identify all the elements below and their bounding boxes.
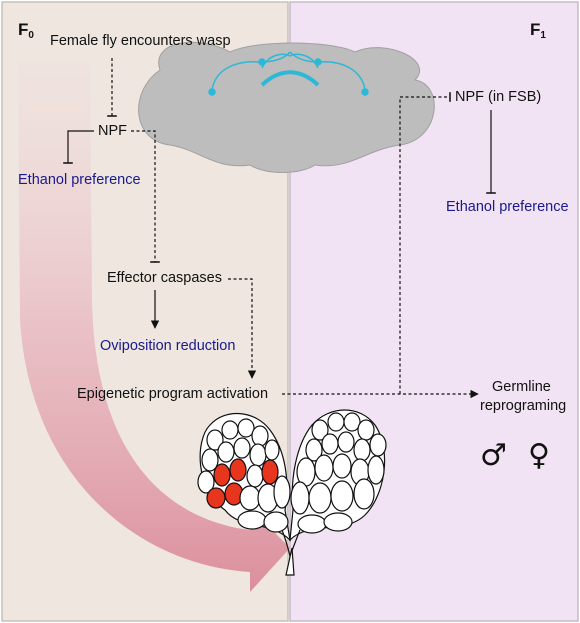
f0-label: F0 bbox=[18, 20, 34, 41]
epigenetic-activation-label: Epigenetic program activation bbox=[77, 386, 269, 402]
npf-to-effector bbox=[131, 130, 160, 263]
effector-caspases-label: Effector caspases bbox=[107, 270, 222, 286]
left-egg-chambers bbox=[197, 418, 291, 533]
ethanol-preference-f1-label: Ethanol preference bbox=[446, 199, 569, 215]
right-egg-chambers bbox=[290, 412, 387, 534]
ovaries-illustration bbox=[197, 409, 387, 576]
epigenetic-to-npf-fsb bbox=[399, 92, 451, 394]
female-symbol-icon: ♀ bbox=[528, 438, 550, 473]
f1-label: F1 bbox=[530, 20, 546, 41]
oviposition-reduction-label: Oviposition reduction bbox=[100, 338, 236, 354]
npf-label: NPF bbox=[98, 123, 127, 139]
ethanol-preference-f0-label: Ethanol preference bbox=[18, 172, 141, 188]
brain-shape bbox=[138, 41, 435, 173]
fsb-neurons bbox=[208, 51, 369, 96]
inheritance-arrow bbox=[18, 60, 290, 592]
germline-label: Germline bbox=[492, 379, 551, 395]
effector-to-epigenetic bbox=[228, 278, 257, 379]
npf-to-ethanol-f0 bbox=[63, 130, 94, 164]
npf-fsb-label: NPF (in FSB) bbox=[455, 89, 542, 105]
male-symbol-icon: ♂ bbox=[480, 438, 507, 473]
reprograming-label: reprograming bbox=[480, 398, 567, 414]
wasp-encounter-label: Female fly encounters wasp bbox=[50, 33, 231, 49]
connectors bbox=[63, 58, 496, 399]
